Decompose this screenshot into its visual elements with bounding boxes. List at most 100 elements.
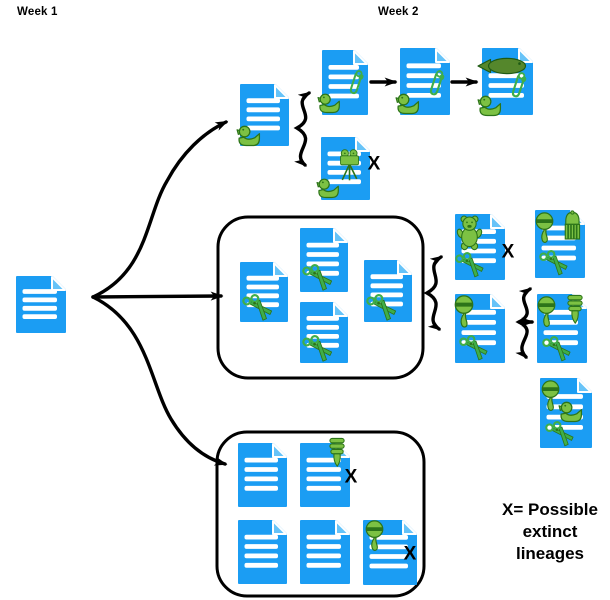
camera-tripod-icon xyxy=(340,149,359,181)
legend-line-1: X= Possible xyxy=(502,500,598,519)
plain-document-3 xyxy=(300,520,350,584)
scissors-icon xyxy=(459,335,488,361)
fish-icon xyxy=(477,57,527,75)
safety-pin-icon xyxy=(349,70,364,95)
document-text-line xyxy=(406,83,441,88)
document-text-line xyxy=(328,84,359,89)
document-fold-corner xyxy=(435,48,450,63)
document-fold-corner xyxy=(490,294,505,309)
document-text-line xyxy=(488,73,524,79)
document-text-line xyxy=(246,284,279,290)
document-fold-corner xyxy=(402,520,417,535)
week1-label: Week 1 xyxy=(17,6,58,18)
document-text-line xyxy=(461,320,496,325)
document-text-line xyxy=(306,261,339,267)
document-text-line xyxy=(328,74,359,80)
document-text-line xyxy=(306,252,339,257)
week1-source-document xyxy=(16,276,66,333)
rattle-duck-scissors-document xyxy=(540,378,592,448)
document-text-line xyxy=(543,330,578,335)
document-text-line xyxy=(306,242,339,248)
document-fold-corner xyxy=(355,137,370,152)
rattle-document-extinct xyxy=(363,520,417,585)
document-text-line xyxy=(543,320,578,325)
document-text-line xyxy=(246,116,280,122)
document-text-line xyxy=(327,179,361,185)
wave-middle-group-split xyxy=(423,255,444,331)
extinct-x-duck-camera: X xyxy=(368,154,381,175)
document-text-line xyxy=(244,485,278,491)
legend-line-3: lineages xyxy=(515,544,585,563)
document-fold-corner xyxy=(273,262,288,277)
document-fold-corner xyxy=(272,443,287,458)
wave-duck-split xyxy=(293,91,312,167)
document-text-line xyxy=(244,562,278,568)
document-text-line xyxy=(541,245,576,251)
document-text-line xyxy=(306,476,341,482)
duck-pin-fish-document xyxy=(477,48,533,117)
rattle-bulb-scissors-document xyxy=(537,294,587,363)
duck-icon xyxy=(477,95,502,117)
week2-label: Week 2 xyxy=(378,6,419,18)
safety-pin-icon xyxy=(511,72,527,98)
document-text-line xyxy=(246,125,280,131)
document-text-line xyxy=(246,107,280,113)
document-text-line xyxy=(306,316,339,321)
document-text-line xyxy=(22,297,57,303)
scissors-icon xyxy=(545,421,574,447)
duck-pin-document-1 xyxy=(317,50,368,115)
document-text-line xyxy=(370,274,403,280)
extinct-x-rattle: X xyxy=(404,544,417,565)
scissors-document-c xyxy=(300,302,348,363)
scissors-icon xyxy=(366,294,397,321)
document-fold-corner xyxy=(397,260,412,275)
rattle-scissors-document xyxy=(454,294,505,363)
document-fold-corner xyxy=(490,214,505,229)
document-text-line xyxy=(244,534,278,540)
document-fold-corner xyxy=(51,276,66,291)
teddy-bear-icon xyxy=(456,215,483,251)
scissors-icon xyxy=(455,252,484,278)
cfl-bulb-icon xyxy=(567,294,583,324)
document-text-line xyxy=(244,467,278,472)
duck-icon xyxy=(558,401,583,423)
plain-document-2 xyxy=(238,520,287,584)
document-text-line xyxy=(306,325,339,330)
document-text-line xyxy=(22,289,57,294)
extinct-x-bulb: X xyxy=(345,467,358,488)
duck-icon xyxy=(316,178,339,199)
document-text-line xyxy=(328,93,359,99)
document-text-line xyxy=(306,562,341,568)
document-text-line xyxy=(406,63,441,69)
document-fold-corner xyxy=(274,84,289,99)
document-fold-corner xyxy=(518,48,533,63)
extinct-legend: X= Possible extinct lineages xyxy=(491,499,609,565)
duck-icon xyxy=(236,125,261,147)
duck-pin-document-2 xyxy=(395,48,450,115)
scissors-document-a xyxy=(240,262,288,322)
safety-pin-icon xyxy=(429,70,445,96)
arrow-week1-to-bottom-group xyxy=(91,295,228,466)
arrow-week1-to-duck-branch xyxy=(91,120,229,299)
document-text-line xyxy=(246,275,279,281)
scissors-document-b xyxy=(300,228,348,292)
scissors-icon xyxy=(542,336,571,362)
extinct-x-teddy: X xyxy=(502,242,515,263)
document-fold-corner xyxy=(335,520,350,535)
rattle-icon xyxy=(535,212,554,243)
document-text-line xyxy=(369,554,408,559)
document-text-line xyxy=(244,544,278,549)
scissors-icon xyxy=(302,335,333,362)
document-text-line xyxy=(461,248,496,254)
document-fold-corner xyxy=(333,302,348,317)
document-text-line xyxy=(328,65,359,70)
duck-camera-document-extinct xyxy=(316,137,370,200)
rattle-icon xyxy=(454,295,474,328)
document-text-line xyxy=(306,467,341,472)
document-fold-corner xyxy=(353,50,368,65)
document-fold-corner xyxy=(577,378,592,393)
rattle-icon xyxy=(365,520,384,551)
document-fold-corner xyxy=(333,228,348,243)
